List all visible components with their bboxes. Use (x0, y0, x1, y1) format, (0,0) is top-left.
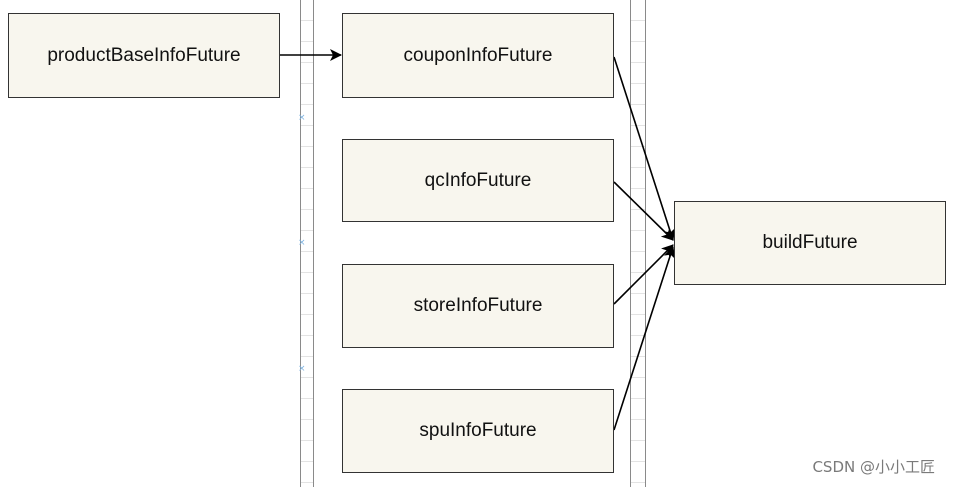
edge-spu-to-build (613, 246, 676, 431)
edge-qc-to-build (613, 181, 674, 241)
node-label: productBaseInfoFuture (47, 44, 241, 66)
node-product-base-info-future[interactable]: productBaseInfoFuture (8, 13, 280, 98)
guide-marker: × (298, 364, 306, 374)
swimlane-guide-left (300, 0, 314, 487)
node-label: couponInfoFuture (403, 44, 553, 66)
node-coupon-info-future[interactable]: couponInfoFuture (342, 13, 614, 98)
swimlane-guide-right (630, 0, 646, 487)
node-label: spuInfoFuture (419, 420, 537, 441)
edge-coupon-to-build (613, 56, 676, 241)
guide-marker: × (298, 113, 306, 123)
node-label: buildFuture (762, 232, 858, 253)
node-qc-info-future[interactable]: qcInfoFuture (342, 139, 614, 222)
node-store-info-future[interactable]: storeInfoFuture (342, 264, 614, 348)
node-build-future[interactable]: buildFuture (674, 201, 946, 285)
node-label: qcInfoFuture (424, 169, 532, 191)
watermark-text: CSDN @小小工匠 (812, 458, 935, 476)
edge-store-to-build (613, 244, 674, 305)
guide-marker: × (298, 238, 306, 248)
node-spu-info-future[interactable]: spuInfoFuture (342, 389, 614, 473)
node-label: storeInfoFuture (413, 295, 543, 316)
